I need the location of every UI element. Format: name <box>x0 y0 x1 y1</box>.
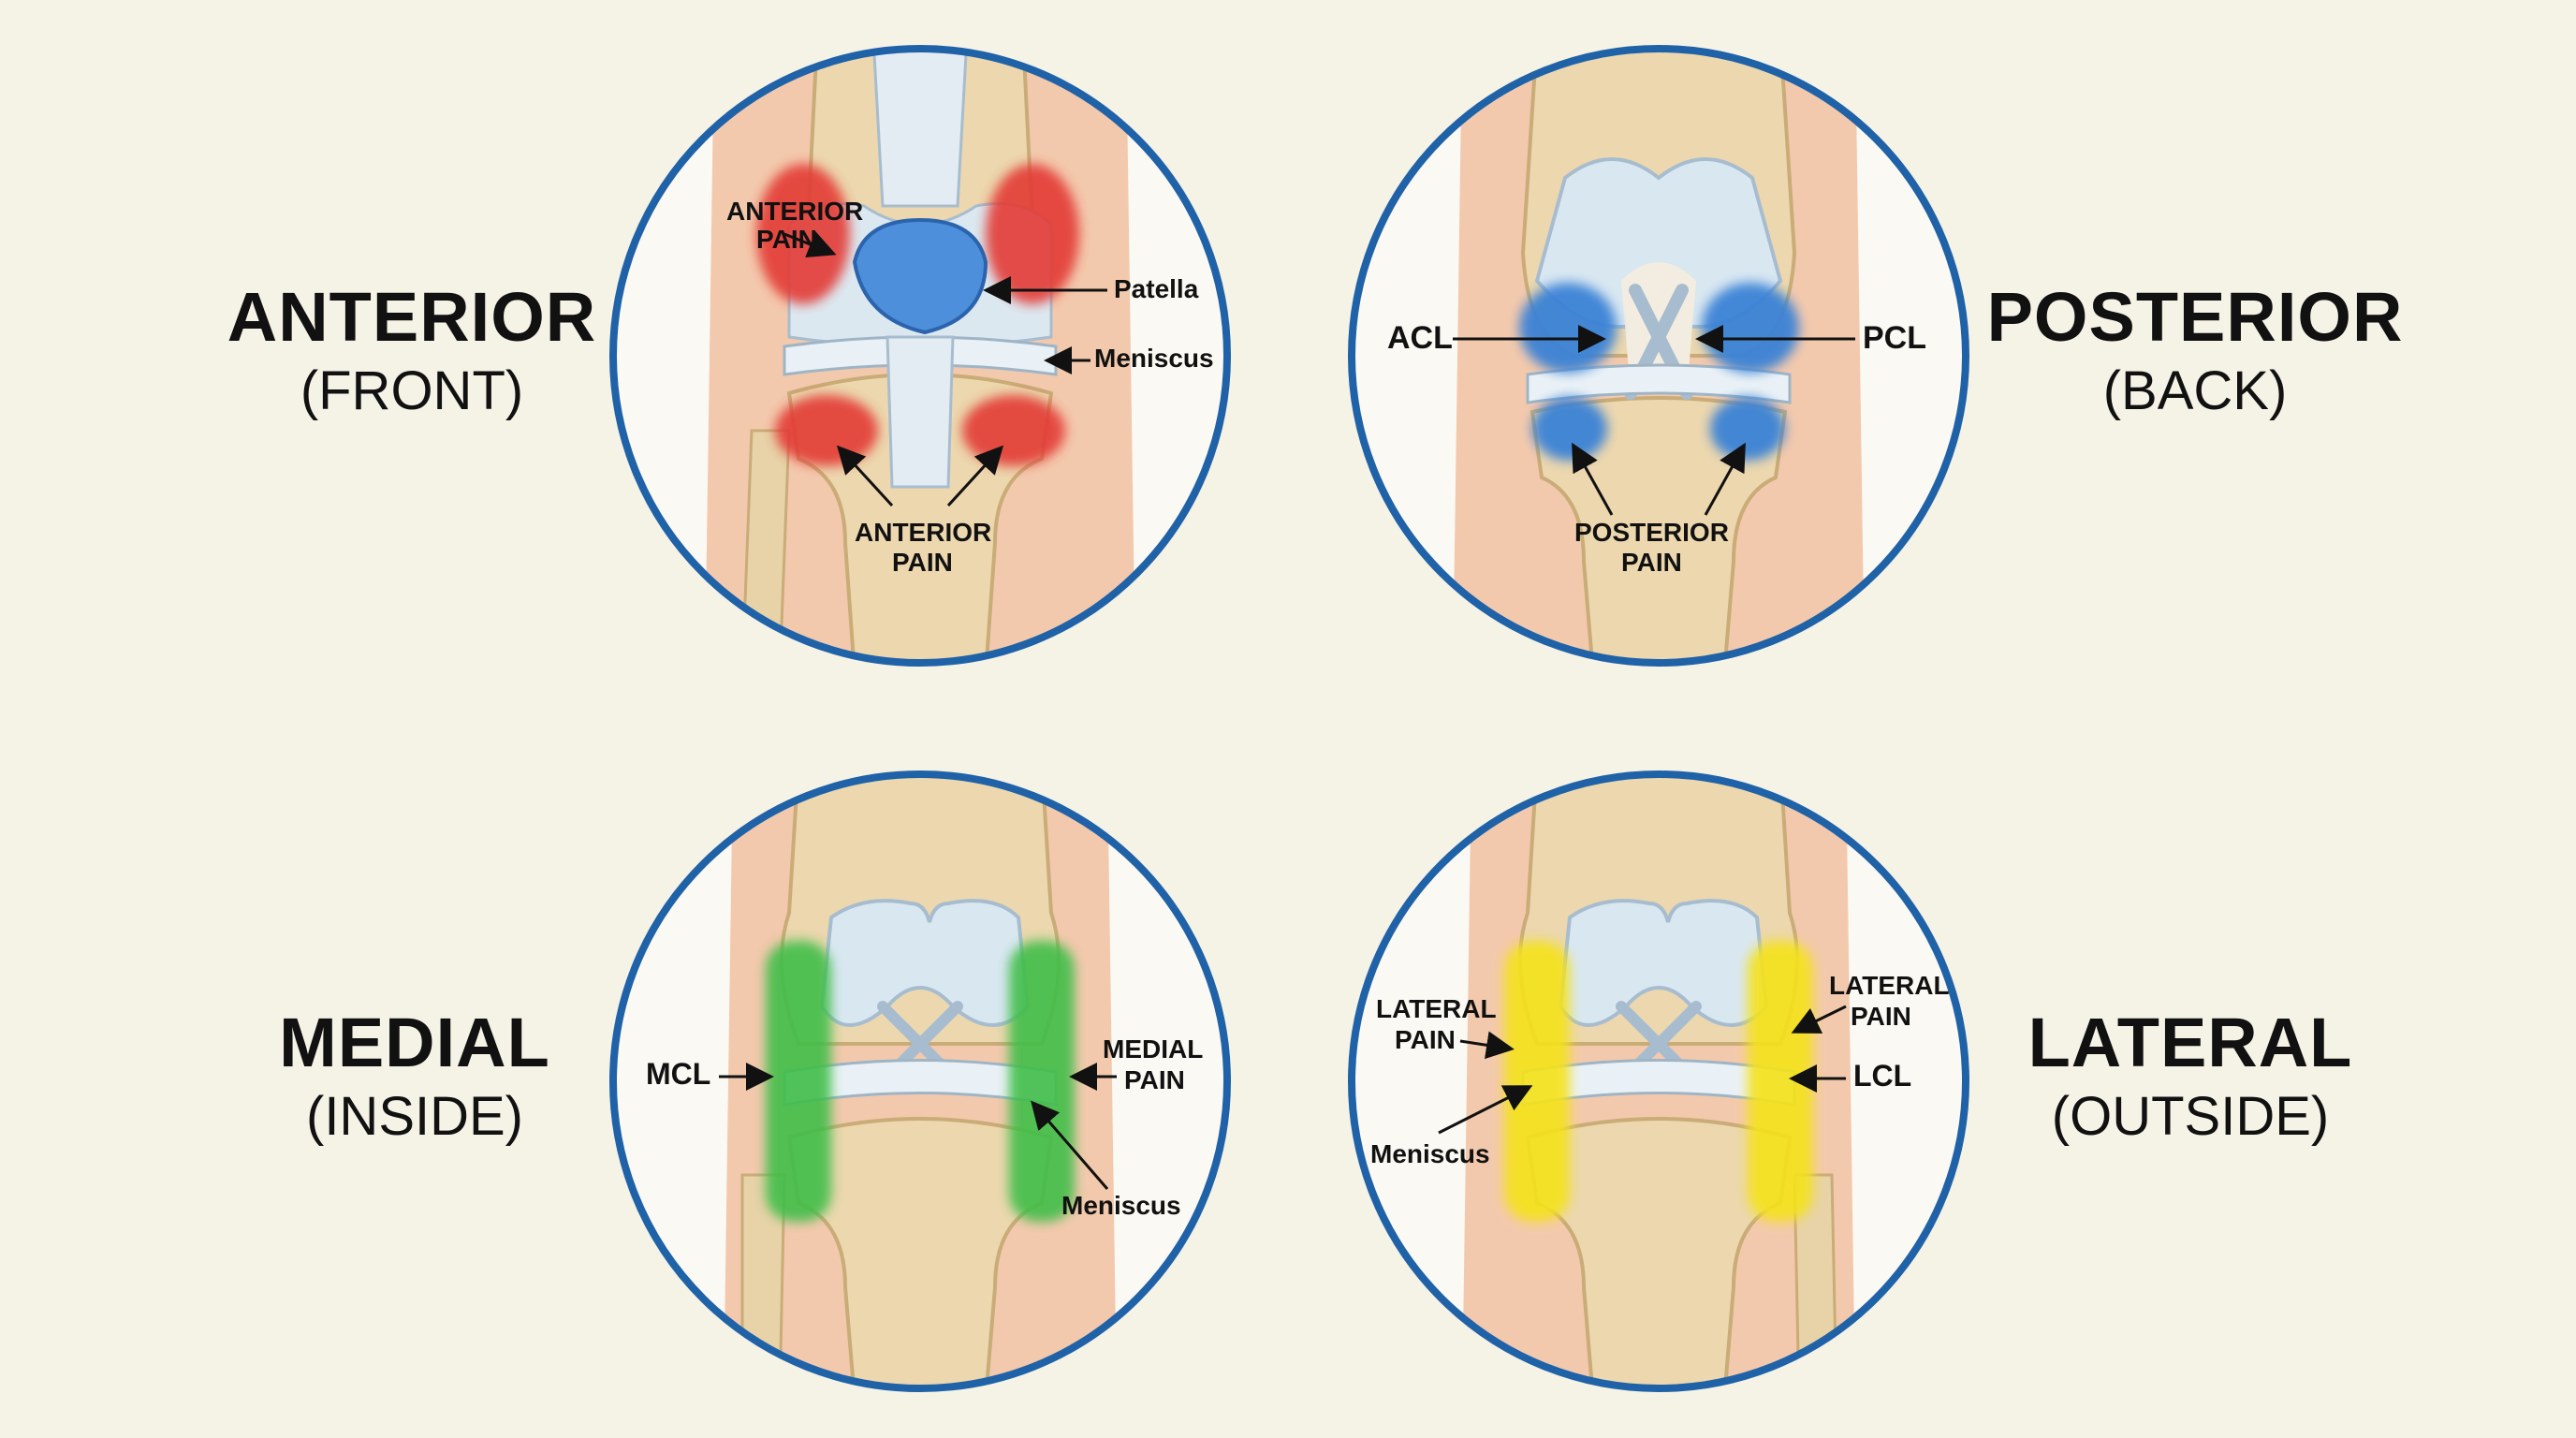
medial-heading: MEDIAL <box>279 1004 550 1081</box>
lateral-subheading: (OUTSIDE) <box>2051 1085 2330 1147</box>
anterior-pain-top-label-1: ANTERIOR <box>726 197 863 226</box>
anterior-ring <box>609 45 1231 667</box>
anterior-title: ANTERIOR (FRONT) <box>150 281 674 425</box>
lateral-pain-left-label-2: PAIN <box>1395 1025 1456 1054</box>
medial-pain-label-1: MEDIAL <box>1103 1034 1203 1064</box>
anterior-knee-diagram: ANTERIOR PAIN Patella Meniscus ANTERIOR … <box>609 45 1231 667</box>
lateral-knee-diagram: LATERAL PAIN Meniscus LATERAL PAIN LCL <box>1348 770 1969 1392</box>
anterior-pain-top-label-2: PAIN <box>756 225 817 254</box>
medial-knee-diagram: MCL MEDIAL PAIN Meniscus <box>609 770 1231 1392</box>
patella-shape <box>852 217 988 335</box>
anterior-pain-bottom-label-1: ANTERIOR <box>855 518 991 547</box>
anterior-subheading: (FRONT) <box>300 360 524 421</box>
lateral-meniscus-label: Meniscus <box>1370 1139 1490 1168</box>
anterior-heading: ANTERIOR <box>227 278 597 356</box>
lateral-title: LATERAL (OUTSIDE) <box>1928 1006 2452 1151</box>
lateral-pain-left-label-1: LATERAL <box>1376 994 1497 1023</box>
posterior-heading: POSTERIOR <box>1986 278 2404 356</box>
medial-title: MEDIAL (INSIDE) <box>153 1006 677 1151</box>
medial-subheading: (INSIDE) <box>306 1085 523 1147</box>
lateral-pain-right-label-1: LATERAL <box>1829 971 1950 1000</box>
posterior-subheading: (BACK) <box>2102 360 2288 421</box>
anterior-pain-bottom-label-2: PAIN <box>892 548 953 577</box>
mcl-label: MCL <box>646 1057 710 1091</box>
medial-meniscus-label: Meniscus <box>1061 1191 1181 1220</box>
pcl-label: PCL <box>1863 320 1926 356</box>
posterior-knee-diagram: ACL PCL POSTERIOR PAIN <box>1348 45 1969 667</box>
lcl-label: LCL <box>1853 1059 1911 1093</box>
lateral-pain-right-label-2: PAIN <box>1851 1002 1911 1031</box>
medial-ring <box>609 770 1231 1392</box>
patella-label: Patella <box>1114 274 1199 303</box>
posterior-pain-label-1: POSTERIOR <box>1574 518 1729 547</box>
posterior-pain-label-2: PAIN <box>1621 548 1682 577</box>
lateral-ring <box>1348 770 1969 1392</box>
anterior-meniscus-label: Meniscus <box>1094 344 1214 373</box>
posterior-title: POSTERIOR (BACK) <box>1933 281 2457 425</box>
acl-label: ACL <box>1387 320 1453 356</box>
lateral-heading: LATERAL <box>2027 1004 2353 1081</box>
posterior-ring <box>1348 45 1969 667</box>
medial-pain-label-2: PAIN <box>1124 1065 1185 1094</box>
